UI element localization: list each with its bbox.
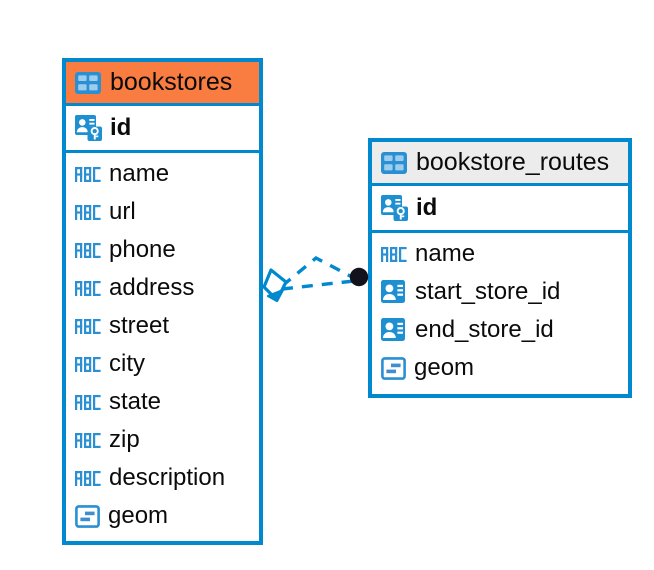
text-abc-icon [75,432,101,448]
field-row-geom[interactable]: geom [372,349,628,387]
field-label-id: id [110,114,132,141]
field-row-state[interactable]: state [66,383,259,421]
entity-bookstores-header[interactable]: bookstores [66,62,259,106]
field-row-id[interactable]: id [372,186,628,230]
table-icon [75,71,101,94]
geometry-icon [381,356,406,380]
field-row-id[interactable]: id [66,106,259,150]
field-label-end-store-id: end_store_id [415,316,554,343]
field-label-address: address [109,274,195,301]
diamond-endpoint[interactable] [262,268,288,303]
field-row-zip[interactable]: zip [66,421,259,459]
field-row-url[interactable]: url [66,193,259,231]
field-label-url: url [109,198,136,225]
table-icon [381,151,407,174]
text-abc-icon [75,318,101,334]
field-row-description[interactable]: description [66,459,259,497]
field-label-name: name [109,160,170,187]
field-label-start-store-id: start_store_id [415,278,561,305]
foreign-key-icon [381,280,405,303]
text-abc-icon [75,356,101,372]
text-abc-icon [75,242,101,258]
text-abc-icon [75,166,101,182]
field-label-description: description [109,464,226,491]
field-row-end-store-id[interactable]: end_store_id [372,311,628,349]
field-label-id: id [416,194,438,221]
text-abc-icon [75,280,101,296]
entity-bookstores[interactable]: bookstores id [62,58,263,545]
text-abc-icon [75,204,101,220]
entity-bookstore-routes-key-section: id [372,186,628,233]
field-row-geom[interactable]: geom [66,497,259,535]
entity-bookstore-routes[interactable]: bookstore_routes [368,138,632,398]
field-label-geom: geom [414,354,475,381]
primary-key-icon [381,195,408,221]
field-label-street: street [109,312,170,339]
field-label-geom: geom [108,502,169,529]
field-row-phone[interactable]: phone [66,231,259,269]
foreign-key-icon [381,318,405,341]
entity-bookstores-key-section: id [66,106,259,153]
entity-bookstore-routes-title: bookstore_routes [416,148,610,176]
field-label-city: city [109,350,145,377]
text-abc-icon [75,394,101,410]
filled-circle-endpoint[interactable] [349,267,369,287]
geometry-icon [75,504,100,528]
field-row-address[interactable]: address [66,269,259,307]
text-abc-icon [75,470,101,486]
field-row-city[interactable]: city [66,345,259,383]
field-row-start-store-id[interactable]: start_store_id [372,273,628,311]
text-abc-icon [381,246,407,262]
relationship-line-lower [281,279,355,291]
entity-bookstore-routes-header[interactable]: bookstore_routes [372,142,628,186]
entity-bookstores-title: bookstores [110,68,233,96]
field-label-phone: phone [109,236,176,263]
relationship-line-upper [280,255,355,288]
field-row-name[interactable]: name [66,155,259,193]
field-row-name[interactable]: name [372,235,628,273]
field-row-street[interactable]: street [66,307,259,345]
entity-bookstores-field-list: name url phone address street city state zip des… [66,153,259,539]
field-label-zip: zip [109,426,140,453]
field-label-name: name [415,240,476,267]
field-label-state: state [109,388,162,415]
primary-key-icon [75,115,102,141]
